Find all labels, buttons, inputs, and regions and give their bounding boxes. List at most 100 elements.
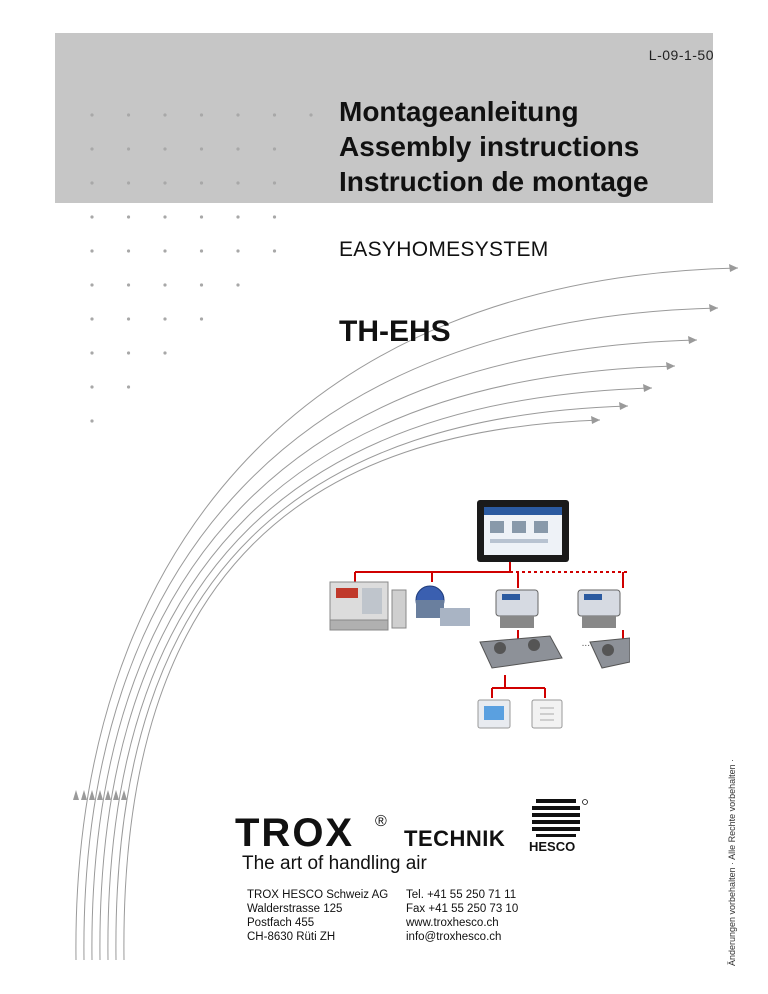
decorative-dot [272, 181, 277, 185]
rotary-unit-image [415, 585, 470, 626]
arc-line [83, 307, 719, 961]
arc-arrowhead [709, 304, 718, 312]
touch-panel-image [477, 500, 569, 562]
header-band [55, 33, 713, 203]
company-address: TROX HESCO Schweiz AG Walderstrasse 125 … [247, 888, 388, 944]
email-link[interactable]: info@troxhesco.ch [406, 931, 502, 943]
arc-line [115, 405, 629, 961]
decorative-dot [199, 249, 204, 253]
decorative-dot [163, 317, 167, 321]
title-english: Assembly instructions [339, 131, 640, 162]
decorative-dot [126, 385, 131, 389]
arc-lines [75, 267, 739, 961]
product-code: TH-EHS [339, 315, 451, 348]
arc-arrowhead [591, 416, 600, 424]
decorative-dot [309, 113, 313, 117]
ventilation-unit-image-2 [589, 637, 630, 669]
hesco-registered-mark [582, 799, 588, 805]
trox-wordmark: TROX [235, 812, 354, 852]
system-name: EASYHOMESYSTEM [339, 238, 549, 261]
rights-notice: Änderungen vorbehalten · Alle Rechte vor… [727, 758, 737, 966]
decorative-dot [126, 181, 131, 185]
arc-line [99, 365, 676, 961]
decorative-dot [163, 113, 167, 117]
decorative-dot [90, 351, 94, 355]
controller-image-1 [495, 589, 539, 628]
title-block: Montageanleitung Assembly instructions I… [339, 94, 649, 199]
decorative-dot [163, 283, 167, 287]
arc-arrowhead [89, 790, 95, 800]
tagline: The art of handling air [242, 853, 427, 874]
decorative-dot [90, 215, 94, 219]
arc-arrowheads [73, 264, 738, 800]
phone-number: Tel. +41 55 250 71 11 [406, 889, 517, 901]
decorative-dot [90, 317, 94, 321]
ventilation-unit-image-1 [479, 635, 563, 669]
arc-line [123, 419, 601, 961]
hesco-wordmark: HESCO [529, 839, 575, 854]
decorative-dot [272, 113, 277, 117]
arc-arrowhead [688, 336, 697, 344]
arc-arrowhead [643, 384, 652, 392]
arc-arrowhead [666, 362, 675, 370]
document-number: L-09-1-50 [648, 47, 714, 63]
trox-logo: TROX ® [235, 812, 387, 852]
decorative-dot [236, 181, 240, 185]
dot-grid [90, 113, 313, 423]
address-line: TROX HESCO Schweiz AG [247, 889, 389, 901]
address-line: Postfach 455 [247, 917, 315, 929]
decorative-dot [236, 113, 240, 117]
decorative-dot [126, 317, 131, 321]
room-switch-image [531, 699, 563, 729]
decorative-dot [90, 385, 94, 389]
title-french: Instruction de montage [339, 166, 649, 197]
air-handling-unit-image [329, 581, 407, 631]
arc-arrowhead [105, 790, 111, 800]
decorative-dot [236, 283, 240, 287]
registered-mark: ® [375, 813, 387, 830]
decorative-dot [163, 351, 167, 355]
hesco-logo: HESCO [529, 799, 588, 854]
arc-arrowhead [121, 790, 127, 800]
bus-lines [354, 562, 630, 698]
decorative-dot [272, 215, 277, 219]
arc-arrowhead [729, 264, 738, 272]
decorative-dot [126, 283, 131, 287]
diagram-ellipsis: ... [582, 638, 590, 649]
decorative-dot [236, 147, 240, 151]
decorative-dot [90, 147, 94, 151]
arc-arrowhead [619, 402, 628, 410]
decorative-dot [90, 113, 94, 117]
controller-image-2 [577, 589, 621, 628]
arc-arrowhead [97, 790, 103, 800]
address-line: CH-8630 Rüti ZH [247, 931, 336, 943]
decorative-dot [90, 419, 94, 423]
decorative-dot [126, 351, 131, 355]
decorative-dot [126, 113, 131, 117]
decorative-dot [126, 249, 131, 253]
title-german: Montageanleitung [339, 96, 579, 127]
address-line: Walderstrasse 125 [247, 903, 343, 915]
decorative-dot [163, 147, 167, 151]
decorative-dot [236, 249, 240, 253]
decorative-dot [272, 249, 277, 253]
arc-line [107, 387, 653, 961]
decorative-dot [199, 215, 204, 219]
room-thermostat-image [477, 699, 511, 729]
fax-number: Fax +41 55 250 73 10 [406, 903, 519, 915]
arc-arrowhead [113, 790, 119, 800]
decorative-dot [199, 283, 204, 287]
website-link[interactable]: www.troxhesco.ch [406, 917, 499, 929]
decorative-dot [126, 215, 131, 219]
trox-technik-wordmark: TECHNIK [404, 826, 506, 851]
decorative-dot [199, 147, 204, 151]
decorative-dot [163, 249, 167, 253]
decorative-dot [236, 215, 240, 219]
decorative-dot [90, 181, 94, 185]
arc-arrowhead [73, 790, 79, 800]
decorative-dot [199, 317, 204, 321]
decorative-dot [90, 283, 94, 287]
decorative-dot [199, 181, 204, 185]
decorative-dot [126, 147, 131, 151]
